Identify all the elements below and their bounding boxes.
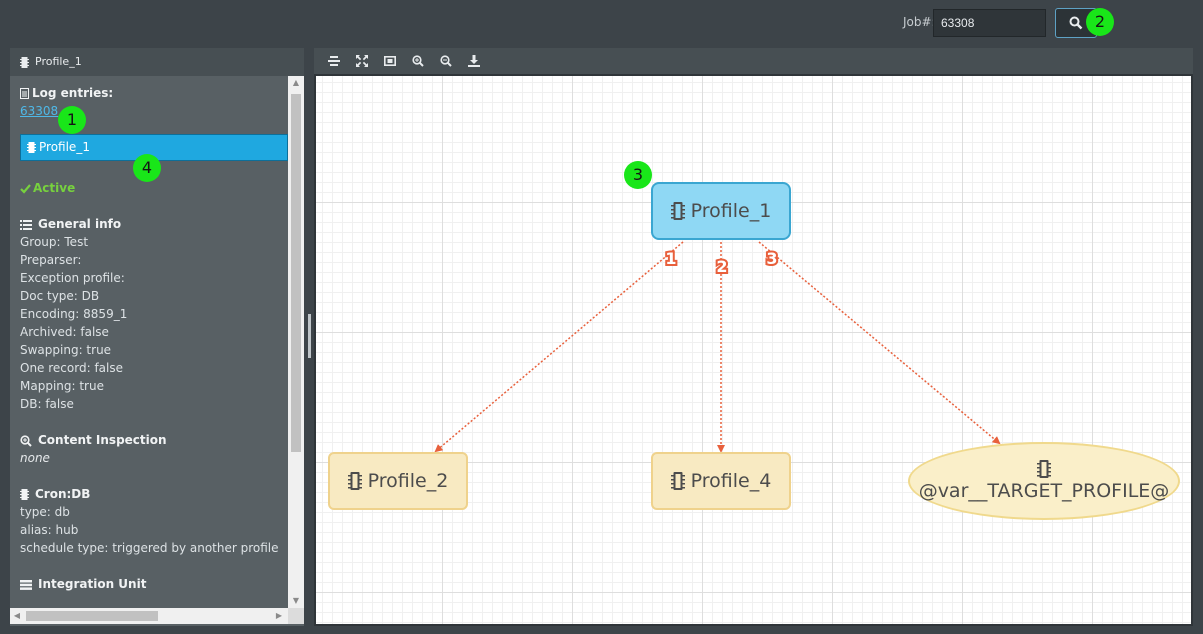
panel-header: Profile_1 [10, 48, 304, 76]
node-profile-1[interactable]: Profile_1 [651, 182, 791, 240]
node-label: @var__TARGET_PROFILE@ [918, 480, 1170, 502]
job-label: Job#: [903, 15, 936, 29]
chip-icon [27, 142, 36, 153]
general-info-heading: General info [20, 215, 278, 233]
align-button[interactable] [320, 48, 348, 74]
scroll-up-icon[interactable]: ▲ [292, 78, 300, 87]
actual-size-button[interactable] [376, 48, 404, 74]
graph-panel: 1 2 3 Profile_1 Profile_2 Profile_4 [314, 48, 1193, 626]
graph-toolbar [314, 48, 1193, 74]
node-profile-2[interactable]: Profile_2 [328, 452, 468, 510]
zoom-in-button[interactable] [404, 48, 432, 74]
node-label: Profile_1 [690, 200, 772, 222]
selected-profile-label: Profile_1 [39, 140, 90, 154]
cron-line: type: db [20, 505, 70, 519]
info-line: One record: false [20, 361, 123, 375]
cron-line: schedule type: triggered by another prof… [20, 541, 279, 555]
cron-heading: Cron:DB [20, 485, 278, 503]
chip-icon [347, 472, 362, 490]
info-line: Group: Test [20, 235, 89, 249]
scroll-down-icon[interactable]: ▼ [292, 596, 300, 605]
list-icon [20, 219, 32, 230]
edge-label-3: 3 [766, 249, 777, 268]
marker-4: 4 [133, 154, 161, 182]
scrollbar-thumb[interactable] [291, 94, 301, 452]
chip-icon [670, 472, 685, 490]
job-bar: Job#: [903, 8, 1203, 38]
cron-line: alias: hub [20, 523, 79, 537]
marker-3: 3 [624, 161, 652, 189]
edge-label-2: 2 [716, 257, 727, 276]
zoom-out-button[interactable] [432, 48, 460, 74]
zoom-in-icon [412, 55, 424, 67]
info-line: Preparser: [20, 253, 82, 267]
profile-details-panel: Profile_1 Log entries: 63308 Profile_1 A… [10, 48, 304, 626]
fit-button[interactable] [348, 48, 376, 74]
align-icon [328, 56, 340, 66]
download-button[interactable] [460, 48, 488, 74]
document-icon [20, 88, 29, 99]
vertical-scrollbar[interactable]: ▲ ▼ [288, 76, 304, 608]
cron-title: Cron:DB [35, 487, 91, 501]
status-text: Active [33, 181, 76, 195]
content-inspection-value: none [20, 451, 50, 465]
chip-icon [20, 489, 29, 500]
node-profile-4[interactable]: Profile_4 [651, 452, 791, 510]
fit-icon [356, 55, 368, 67]
chip-icon [670, 202, 685, 220]
scrollbar-thumb[interactable] [26, 611, 158, 621]
content-inspection-title: Content Inspection [38, 433, 167, 447]
node-label: Profile_4 [690, 470, 772, 492]
panel-splitter-handle[interactable] [308, 314, 311, 358]
download-icon [468, 55, 480, 67]
info-line: Mapping: true [20, 379, 104, 393]
scroll-corner [288, 608, 304, 624]
graph-edges: 1 2 3 [434, 241, 1001, 453]
log-entry-link[interactable]: 63308 [20, 104, 59, 118]
node-target-profile-variable[interactable]: @var__TARGET_PROFILE@ [908, 442, 1180, 520]
search-plus-icon [20, 434, 32, 447]
info-line: Exception profile: [20, 271, 125, 285]
edge-label-1: 1 [665, 249, 676, 268]
integration-unit-heading: Integration Unit [20, 575, 278, 593]
general-info-title: General info [38, 217, 122, 231]
panel-title: Profile_1 [35, 55, 82, 68]
search-icon [1069, 16, 1083, 30]
info-line: Swapping: true [20, 343, 112, 357]
log-entries-heading: Log entries: [20, 84, 278, 102]
log-entries-title: Log entries: [32, 86, 114, 100]
check-icon [20, 183, 31, 194]
info-line: Doc type: DB [20, 289, 100, 303]
graph-canvas[interactable]: 1 2 3 Profile_1 Profile_2 Profile_4 [316, 76, 1191, 624]
chip-icon [20, 56, 29, 68]
job-number-input[interactable] [933, 9, 1046, 37]
server-icon [20, 579, 32, 590]
status-badge: Active [20, 179, 278, 197]
horizontal-scrollbar[interactable]: ◀ ▶ [10, 608, 288, 624]
scroll-right-icon[interactable]: ▶ [275, 611, 283, 620]
info-line: Archived: false [20, 325, 109, 339]
edge-3[interactable] [758, 241, 1001, 445]
integration-unit-title: Integration Unit [38, 577, 147, 591]
node-label: Profile_2 [367, 470, 449, 492]
scroll-left-icon[interactable]: ◀ [13, 611, 21, 620]
marker-2: 2 [1086, 8, 1114, 36]
marker-1: 1 [58, 106, 86, 134]
zoom-out-icon [440, 55, 452, 67]
actual-size-icon [384, 55, 396, 66]
info-line: DB: false [20, 397, 74, 411]
content-inspection-heading: Content Inspection [20, 431, 278, 449]
chip-icon [1037, 460, 1051, 478]
edge-1[interactable] [434, 241, 684, 453]
info-line: Encoding: 8859_1 [20, 307, 128, 321]
